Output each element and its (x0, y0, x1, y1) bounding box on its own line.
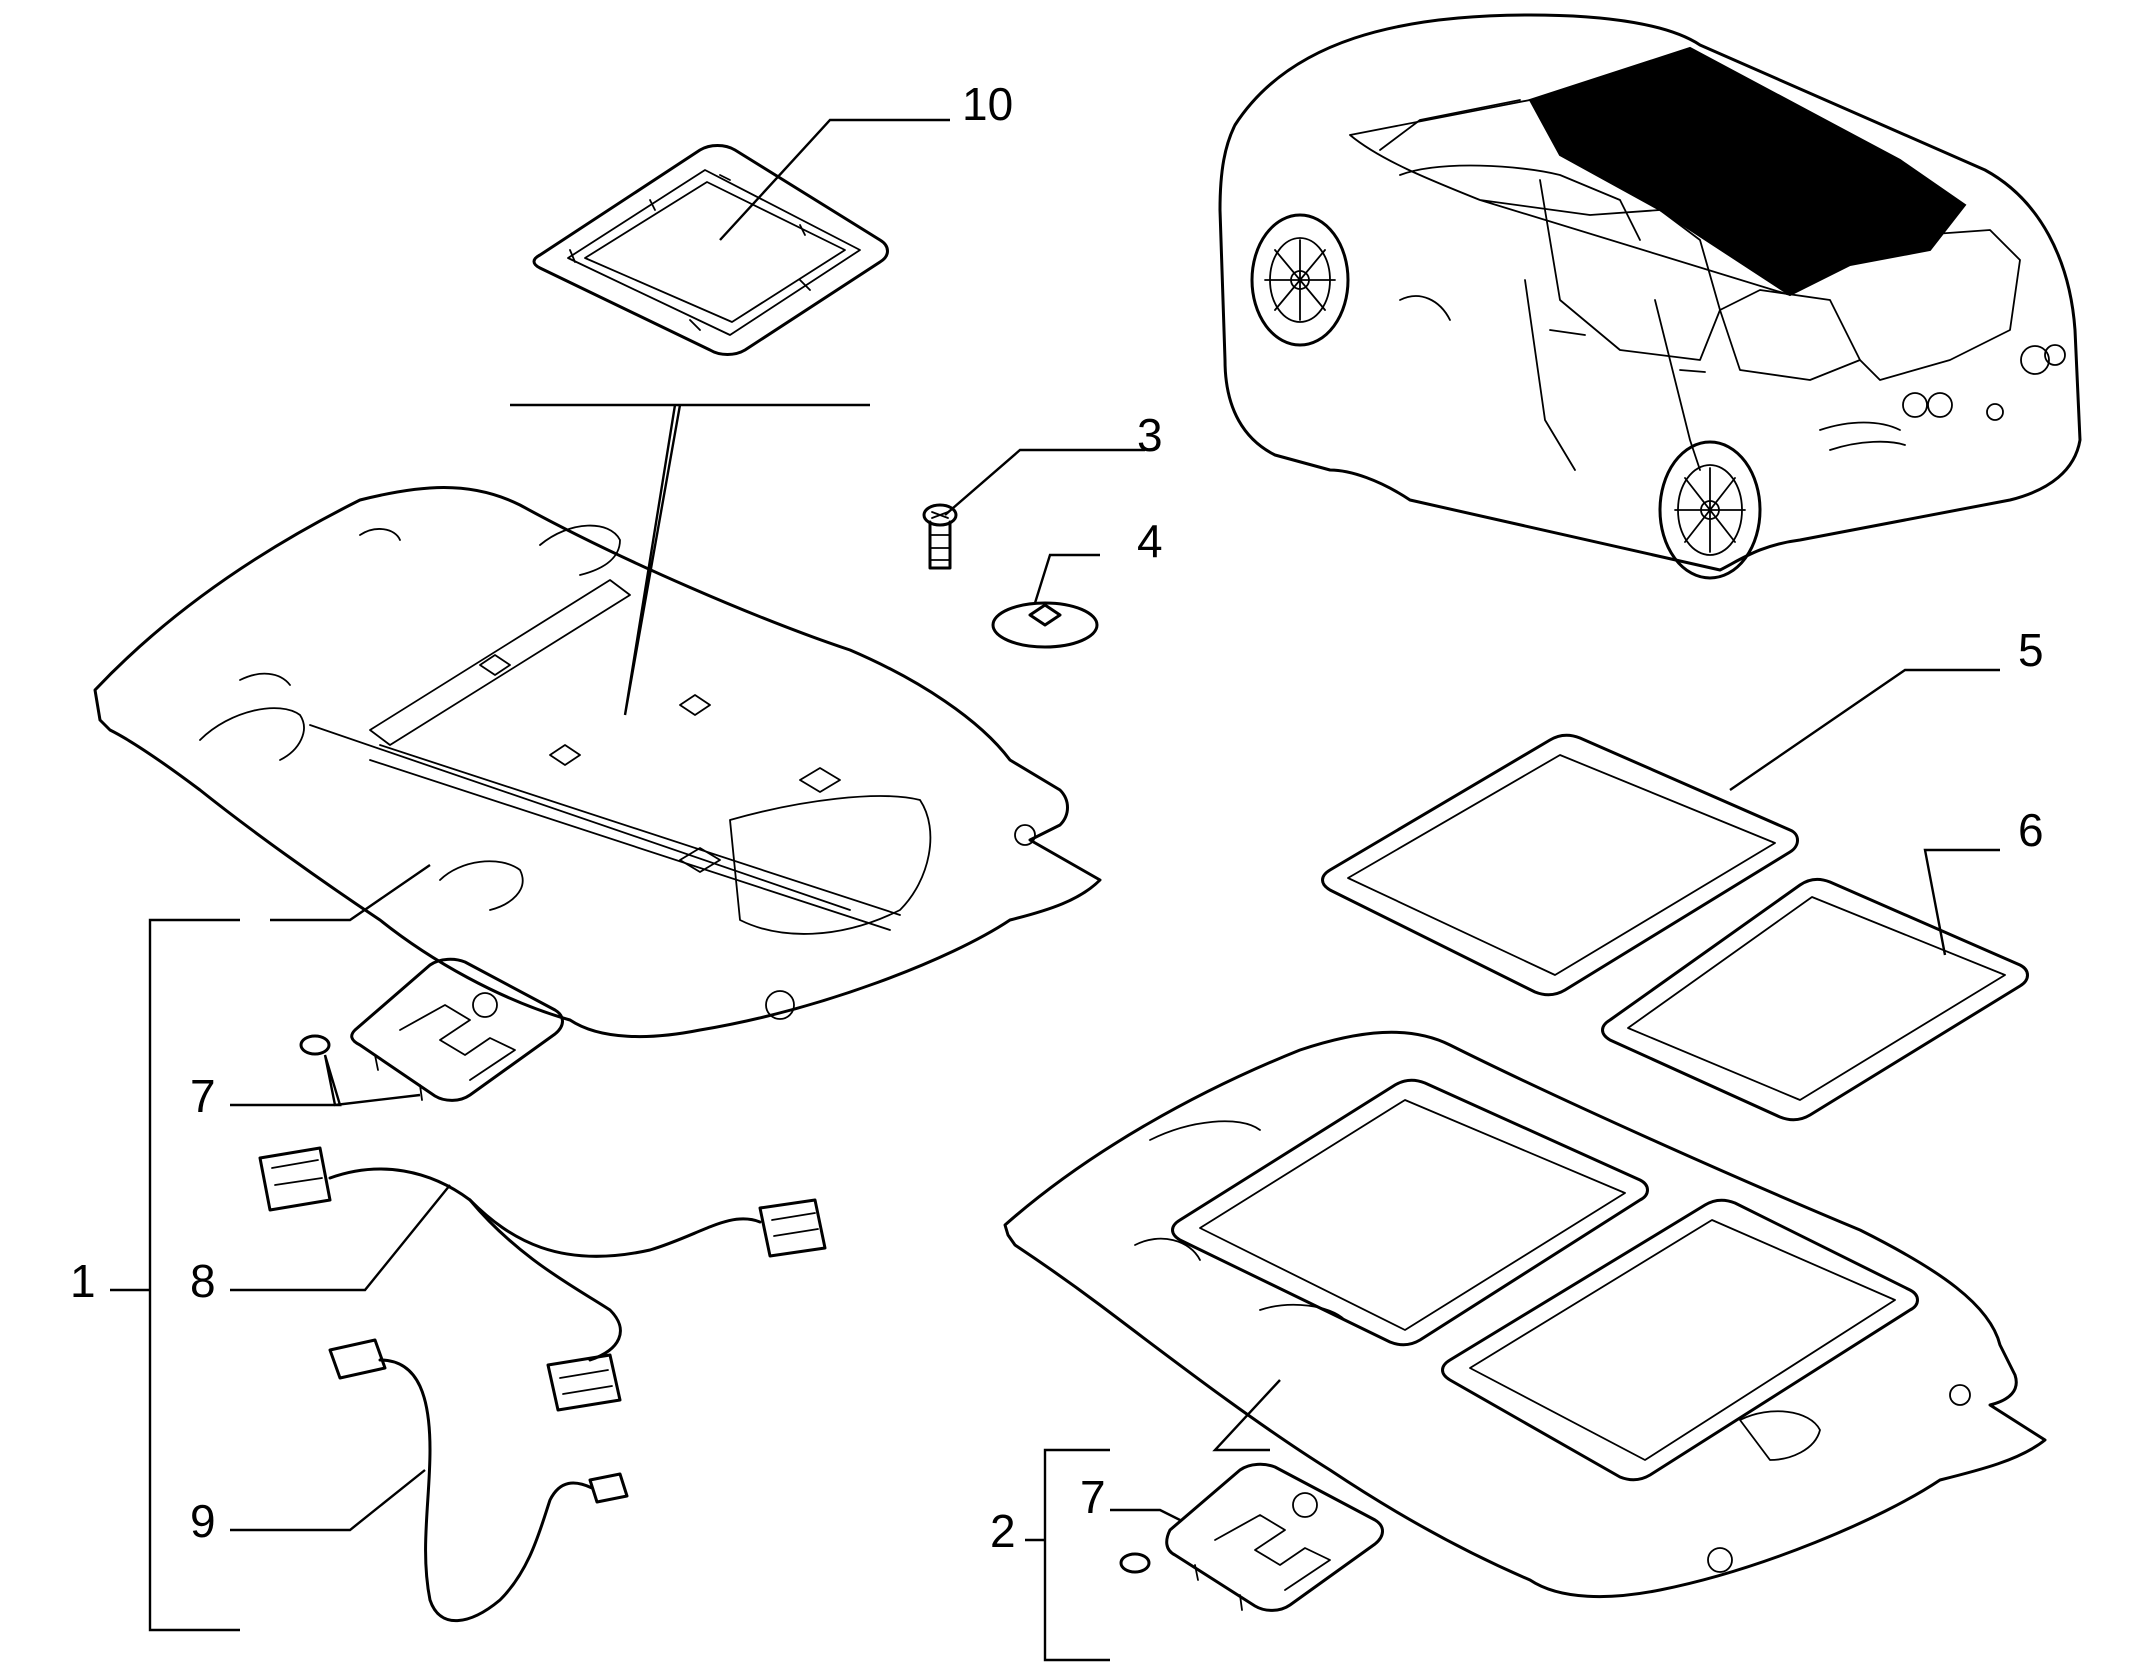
callout-3: 3 (1137, 409, 1163, 461)
bracket-2 (1043, 1448, 1110, 1662)
roof-highlight (1528, 46, 1967, 297)
dome-light-cover-1-part (299, 957, 564, 1102)
leader-7b (1110, 1508, 1181, 1522)
callout-5: 5 (2018, 624, 2044, 676)
sunroof-frame-part (532, 144, 889, 356)
leader-10-funnel (510, 403, 870, 716)
callout-1: 1 (70, 1255, 96, 1307)
callout-10: 10 (962, 78, 1013, 130)
leader-5 (1729, 668, 2000, 791)
headliner-1-part (93, 486, 1102, 1039)
leader-10 (719, 118, 950, 241)
dome-light-cover-2-part (1119, 1462, 1384, 1612)
leader-1-pointer (270, 864, 431, 922)
callout-7a: 7 (190, 1070, 216, 1122)
screw-part (922, 503, 958, 570)
leader-9 (230, 1469, 426, 1532)
bracket-1 (148, 918, 240, 1632)
cap-part (991, 601, 1099, 649)
wiring-harness-part (258, 1146, 827, 1412)
leader-3 (944, 448, 1145, 516)
wiring-cable-part (328, 1338, 629, 1623)
headliner-2-part (1003, 1030, 2047, 1599)
leader-lines (110, 118, 2000, 1662)
front-glass-seal-part (1321, 733, 1799, 997)
callout-9: 9 (190, 1495, 216, 1547)
callout-7b: 7 (1080, 1471, 1106, 1523)
callout-labels: 10 3 4 5 6 7 8 1 9 7 2 (70, 78, 2044, 1557)
callout-2: 2 (990, 1505, 1016, 1557)
leader-4 (1033, 553, 1100, 604)
callout-8: 8 (190, 1255, 216, 1307)
rear-glass-seal-part (1601, 877, 2029, 1122)
callout-4: 4 (1137, 515, 1163, 567)
car-illustration (1218, 13, 2082, 580)
leader-7a (230, 1054, 421, 1107)
leader-8 (230, 1184, 451, 1292)
callout-6: 6 (2018, 804, 2044, 856)
leader-6 (1923, 848, 2000, 956)
leader-2-pointer (1212, 1379, 1281, 1452)
